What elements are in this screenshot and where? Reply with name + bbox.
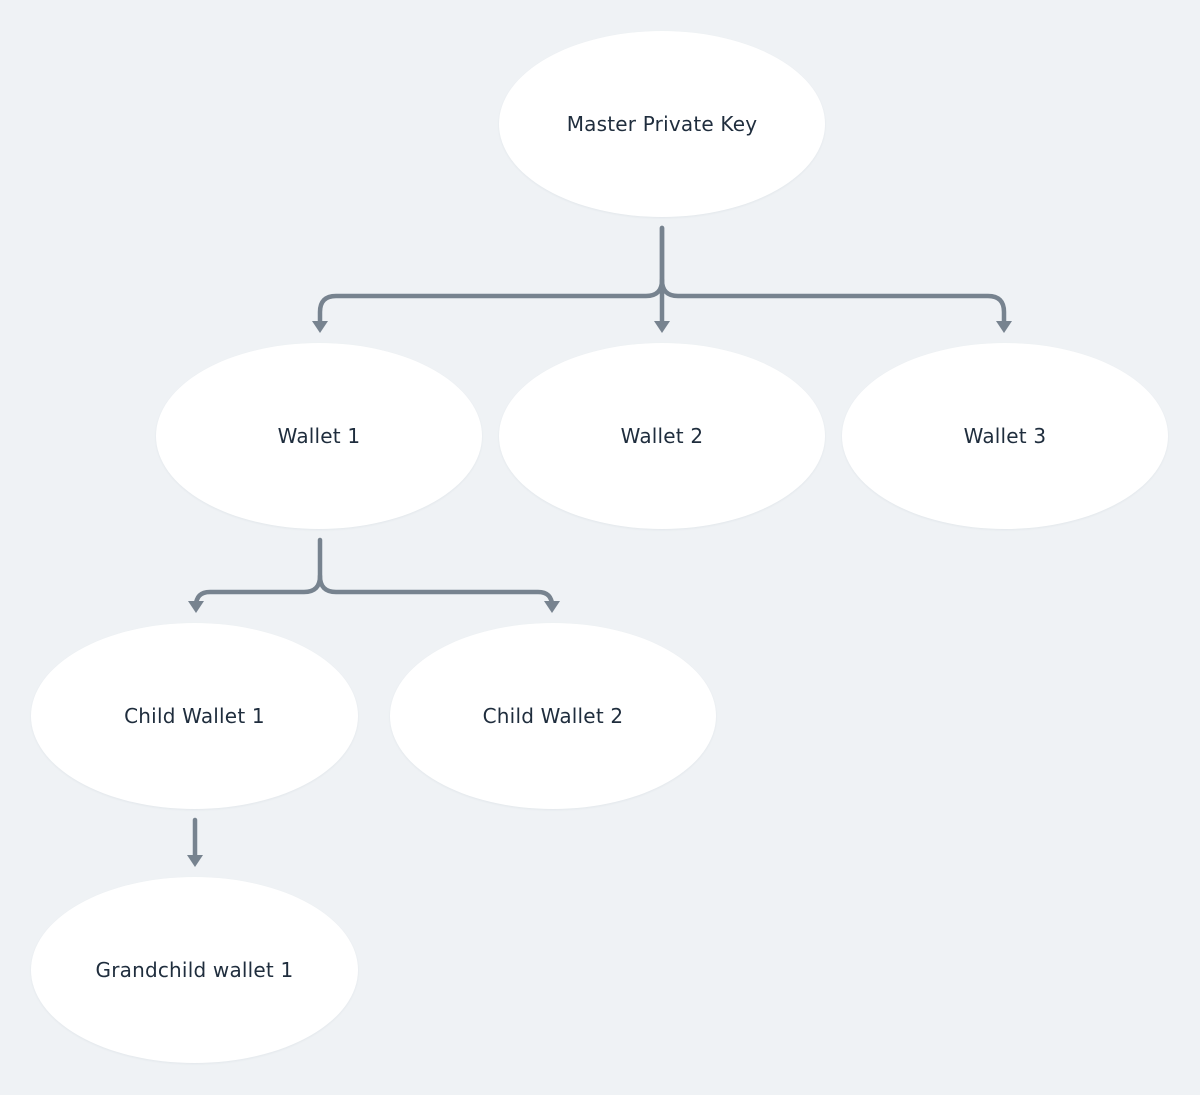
node-wallet-3[interactable]: Wallet 3 [842, 343, 1168, 529]
node-child-wallet-2[interactable]: Child Wallet 2 [390, 623, 716, 809]
node-label: Child Wallet 2 [482, 704, 624, 728]
node-wallet-2[interactable]: Wallet 2 [499, 343, 825, 529]
node-grandchild-wallet-1[interactable]: Grandchild wallet 1 [31, 877, 358, 1063]
edge-master-wallet2 [654, 225, 670, 333]
node-wallet-1[interactable]: Wallet 1 [156, 343, 482, 529]
edge-child1-grandchild1 [187, 817, 203, 867]
node-label: Child Wallet 1 [124, 704, 265, 728]
edge-master-wallet3 [659, 277, 1012, 333]
node-label: Wallet 1 [277, 424, 361, 448]
node-child-wallet-1[interactable]: Child Wallet 1 [31, 623, 358, 809]
node-label: Wallet 2 [620, 424, 704, 448]
edge-wallet1-child2 [317, 573, 560, 613]
node-label: Grandchild wallet 1 [95, 958, 294, 982]
node-label: Master Private Key [566, 112, 758, 136]
node-label: Wallet 3 [963, 424, 1047, 448]
node-master-private-key[interactable]: Master Private Key [499, 31, 825, 217]
edge-master-wallet1 [312, 225, 665, 333]
edge-wallet1-child1 [188, 537, 323, 613]
